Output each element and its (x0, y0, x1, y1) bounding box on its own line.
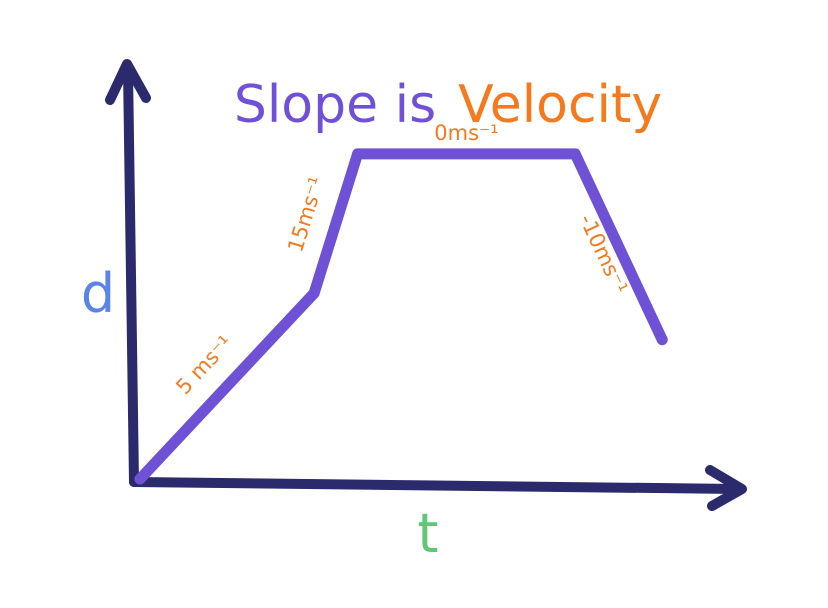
chart-title: Slope is Velocity (234, 75, 662, 135)
segment-label-2: 0ms⁻¹ (434, 121, 498, 145)
axes (105, 59, 747, 511)
segment-label-1: 15ms⁻¹ (283, 174, 329, 255)
data-point-4 (656, 334, 668, 346)
data-point-0 (134, 473, 146, 485)
data-point-2 (352, 148, 364, 160)
y-axis-label: d (81, 262, 115, 325)
x-axis-line (129, 477, 743, 494)
series-line (134, 148, 668, 485)
x-axis-label: t (417, 502, 438, 565)
y-axis-line (123, 65, 139, 487)
data-point-1 (308, 287, 320, 299)
title-part-velocity: Velocity (458, 75, 662, 135)
title-part-slope: Slope is (234, 75, 436, 135)
y-axis-arrowhead (105, 59, 151, 105)
data-point-3 (569, 148, 581, 160)
x-axis-arrowhead (705, 465, 747, 511)
